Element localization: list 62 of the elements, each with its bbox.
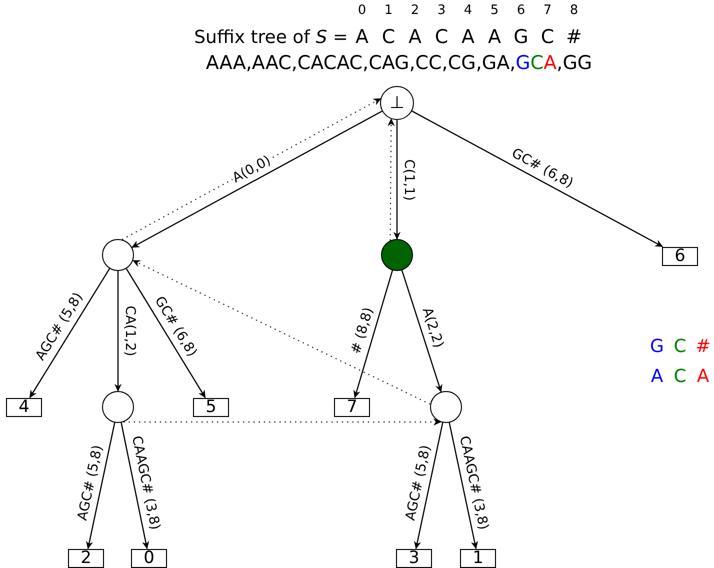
internal-node-circle <box>102 391 134 423</box>
edge-label: AGC# (5,8) <box>404 443 434 524</box>
colored-letter: G <box>650 336 664 357</box>
string-character: # <box>566 26 582 48</box>
tree-edge-arrow <box>393 120 401 240</box>
position-index: 0 <box>358 3 366 18</box>
internal-node-circle <box>102 239 134 271</box>
position-index: 2 <box>410 3 420 18</box>
suffix-link-arrow <box>122 418 442 426</box>
leaf-box: 3 <box>396 548 432 568</box>
substring-list-text: ,GG <box>556 52 592 74</box>
tree-edge-arrow <box>448 422 478 550</box>
edge-label: C(1,1) <box>401 158 415 202</box>
position-index: 8 <box>570 3 578 18</box>
string-character: A <box>488 26 501 48</box>
string-character: A <box>462 26 474 48</box>
leaf-box: 5 <box>193 398 229 416</box>
tree-edge-arrow <box>120 422 150 550</box>
substring-list-text: C <box>530 52 544 74</box>
leaf-box: 0 <box>131 548 167 568</box>
position-index: 1 <box>384 3 393 18</box>
string-character: C <box>540 26 554 48</box>
tree-edge-arrow <box>412 110 664 248</box>
string-character: C <box>382 26 396 48</box>
string-character: A <box>408 26 422 48</box>
leaf-box: 2 <box>68 548 104 568</box>
edge-label: CA(1,2) <box>122 304 136 358</box>
colored-letter: C <box>674 366 686 387</box>
tree-edge-arrow <box>114 271 122 392</box>
substring-list-text: A <box>544 52 557 74</box>
tree-edge-arrow <box>126 268 206 398</box>
colored-letter: C <box>674 336 686 357</box>
substring-list-text: G <box>516 52 530 74</box>
position-index: 6 <box>516 3 526 18</box>
position-index: 3 <box>437 3 446 18</box>
edge-label: AGC# (5,8) <box>76 443 106 524</box>
title: Suffix tree of S = <box>194 27 348 48</box>
leaf-box: 4 <box>6 398 42 416</box>
tree-edge-arrow <box>401 270 442 393</box>
colored-letter: A <box>650 366 664 387</box>
root-node-circle: ⊥ <box>380 86 414 120</box>
internal-node-circle <box>381 239 413 271</box>
leaf-box: 7 <box>334 398 370 416</box>
position-index: 7 <box>543 3 552 18</box>
position-index: 5 <box>490 3 499 18</box>
suffix-link-arrow <box>132 260 431 405</box>
internal-node-circle <box>430 391 462 423</box>
colored-letter: # <box>695 336 711 357</box>
position-index: 4 <box>464 3 472 18</box>
string-character: C <box>434 26 448 48</box>
tree-edge-arrow <box>29 268 110 398</box>
string-character: A <box>356 26 368 48</box>
leaf-box: 6 <box>662 246 698 266</box>
suffix-link-arrow <box>388 118 395 241</box>
tree-edge-arrow <box>353 270 394 398</box>
tree-edge-arrow <box>131 110 382 248</box>
tree-edge-arrow <box>86 422 116 550</box>
substring-list-text: AAA,AAC,CACAC,CAG,CC,CG,GA, <box>206 52 516 74</box>
string-character: G <box>514 26 528 48</box>
tree-edge-arrow <box>414 422 444 550</box>
colored-letter: A <box>696 366 710 387</box>
leaf-box: 1 <box>460 548 496 568</box>
